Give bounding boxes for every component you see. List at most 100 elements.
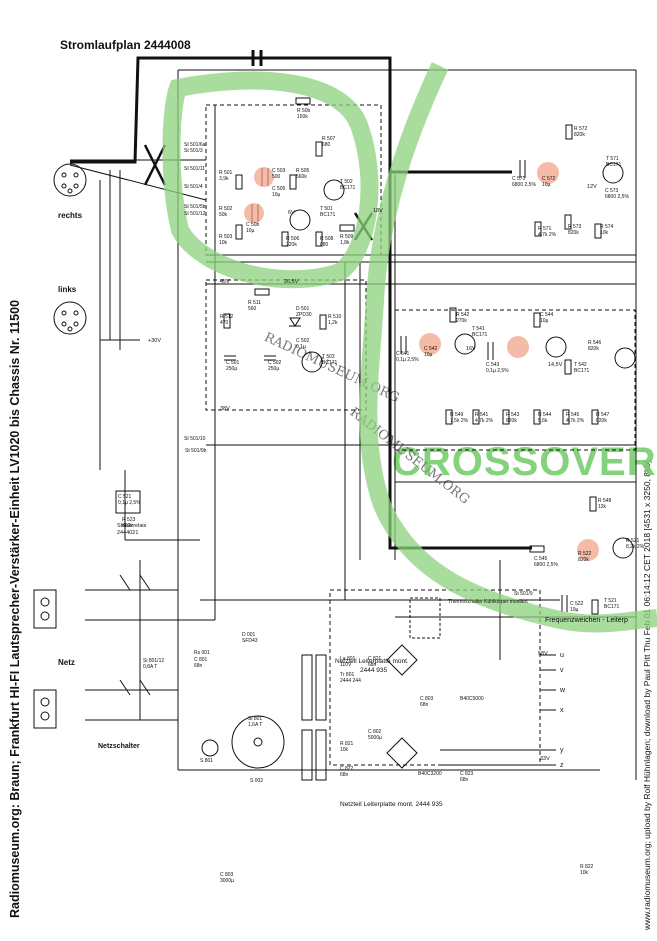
section-label-netzteil-top-num: 2444 935 bbox=[360, 667, 387, 674]
component-value-32: 10µ bbox=[424, 352, 433, 358]
component-ref-59: La 801 bbox=[340, 656, 356, 662]
component-ref-47: R 521 bbox=[626, 538, 640, 544]
component-ref-57: S 801 bbox=[200, 758, 213, 764]
voltage-label-2: 26,5V bbox=[284, 279, 299, 285]
voltage-label-4: 16V bbox=[466, 346, 476, 352]
terminal-v: v bbox=[560, 667, 564, 674]
component-value-34: 0,1µ 2,5% bbox=[486, 368, 509, 374]
component-ref-34: C 543 bbox=[486, 362, 500, 368]
component-value-13: 1,8k bbox=[340, 240, 350, 246]
component-ref-25: R 572 bbox=[574, 126, 588, 132]
voltage-label-7: 6V bbox=[288, 210, 295, 216]
component-ref-40: R 543 bbox=[506, 412, 520, 418]
component-ref-11: R 506 bbox=[286, 236, 300, 242]
terminal-x: x bbox=[560, 707, 564, 714]
voltage-label-1: 45V bbox=[220, 279, 230, 285]
component-ref-68: C 823 bbox=[460, 771, 474, 777]
connector-label-links: links bbox=[58, 285, 77, 294]
terminal-y: y bbox=[560, 747, 564, 754]
component-ref-46: R 522 bbox=[578, 551, 592, 557]
switch-label-7: St 501/12 bbox=[184, 211, 206, 217]
component-value-62: 68n bbox=[420, 702, 429, 708]
component-value-52: SFD43 bbox=[242, 638, 258, 644]
component-ref-26: R 571 bbox=[538, 226, 552, 232]
component-value-59: 110V bbox=[340, 662, 352, 668]
component-ref-45: C 545 bbox=[534, 556, 548, 562]
component-value-68: 68n bbox=[460, 777, 469, 783]
component-value-12: 680 bbox=[320, 242, 329, 248]
component-ref-13: R 509 bbox=[340, 234, 354, 240]
component-value-56: 0,8A T bbox=[143, 664, 157, 670]
section-label-steuerrelais: Steuerrelais bbox=[117, 523, 147, 529]
component-value-18: 0,1µ bbox=[296, 344, 306, 350]
terminal-u: u bbox=[560, 652, 564, 659]
component-ref-12: R 508 bbox=[320, 236, 334, 242]
section-label-frequenzweichen: Frequenzweichen - Leiterp bbox=[545, 617, 628, 624]
connector-label-netz: Netz bbox=[58, 658, 75, 667]
terminal-z: z bbox=[560, 762, 564, 769]
component-ref-49: T 521 bbox=[604, 598, 617, 604]
component-ref-8: C 50b bbox=[246, 222, 260, 228]
component-value-43: 820k bbox=[596, 418, 607, 424]
component-value-0: 150k bbox=[297, 114, 308, 120]
component-ref-22: C 571 bbox=[512, 176, 526, 182]
component-ref-23: C 572 bbox=[542, 176, 556, 182]
component-ref-20: C 502 bbox=[268, 360, 282, 366]
component-ref-63: B40C5000 bbox=[460, 696, 484, 702]
component-value-50: 0,1µ 2,5% bbox=[118, 500, 141, 506]
component-value-42: 4,7k 2% bbox=[566, 418, 585, 424]
component-ref-19: C 501 bbox=[226, 360, 240, 366]
component-ref-21: T 503 bbox=[322, 354, 335, 360]
component-value-11: 220k bbox=[286, 242, 297, 248]
component-ref-37: T 542 bbox=[574, 362, 587, 368]
component-ref-31: R 542 bbox=[456, 312, 470, 318]
switch-label-5: St 501/10 bbox=[184, 436, 206, 442]
component-value-44: 12k bbox=[598, 504, 607, 510]
switch-label-3: St 501/6a bbox=[184, 142, 206, 148]
component-value-3: 500 bbox=[272, 174, 281, 180]
component-ref-42: R 545 bbox=[566, 412, 580, 418]
component-ref-48: C 522 bbox=[570, 601, 584, 607]
component-ref-53: Rs 001 bbox=[194, 650, 210, 656]
component-ref-61: C 821 bbox=[368, 656, 382, 662]
component-ref-50: C 521 bbox=[118, 494, 132, 500]
component-ref-9: T 501 bbox=[320, 206, 333, 212]
component-ref-32: C 542 bbox=[424, 346, 438, 352]
component-value-65: 5000µ bbox=[368, 735, 382, 741]
component-ref-62: C 803 bbox=[420, 696, 434, 702]
component-ref-7: R 502 bbox=[219, 206, 233, 212]
voltage-label-5: 14,5V bbox=[548, 362, 563, 368]
component-value-29: 6800 2,5% bbox=[605, 194, 629, 200]
component-value-10: 10k bbox=[219, 240, 228, 246]
component-ref-54: C 801 bbox=[194, 657, 208, 663]
component-value-16: ZPD30 bbox=[296, 312, 312, 318]
component-value-17: 1,2k bbox=[328, 320, 338, 326]
component-value-19: 250µ bbox=[226, 366, 237, 372]
schematic-title: Stromlaufplan 2444008 bbox=[60, 38, 191, 52]
component-ref-2: R 501 bbox=[219, 170, 233, 176]
connector-label-netzschalter: Netzschalter bbox=[98, 743, 140, 750]
component-value-48: 10µ bbox=[570, 607, 579, 613]
component-value-1: 680 bbox=[322, 142, 331, 148]
component-value-20: 250µ bbox=[268, 366, 279, 372]
component-ref-55: Si 801 bbox=[248, 716, 262, 722]
component-ref-56: Si 801/12 bbox=[143, 658, 164, 664]
voltage-label-0: +30V bbox=[148, 338, 161, 344]
component-value-64: 10k bbox=[340, 747, 349, 753]
voltage-label-3: 38V bbox=[220, 406, 230, 412]
component-value-27: 820k bbox=[568, 230, 579, 236]
component-value-28: 10k bbox=[600, 230, 609, 236]
component-value-51: 820k bbox=[122, 523, 133, 529]
component-ref-27: R 573 bbox=[568, 224, 582, 230]
component-value-47: 8,2k 2% bbox=[626, 544, 645, 550]
component-ref-35: C 544 bbox=[540, 312, 554, 318]
component-ref-41: R 544 bbox=[538, 412, 552, 418]
component-value-66: 68n bbox=[340, 772, 349, 778]
component-ref-28: R 574 bbox=[600, 224, 614, 230]
component-ref-69: R 822 bbox=[580, 864, 594, 870]
section-label-thermoschalter: Thermoschalter Kühlkörper montiert bbox=[448, 599, 528, 605]
section-label-steuerrelais-num: 2444021 bbox=[117, 530, 138, 536]
component-value-6: BC171 bbox=[340, 185, 356, 191]
